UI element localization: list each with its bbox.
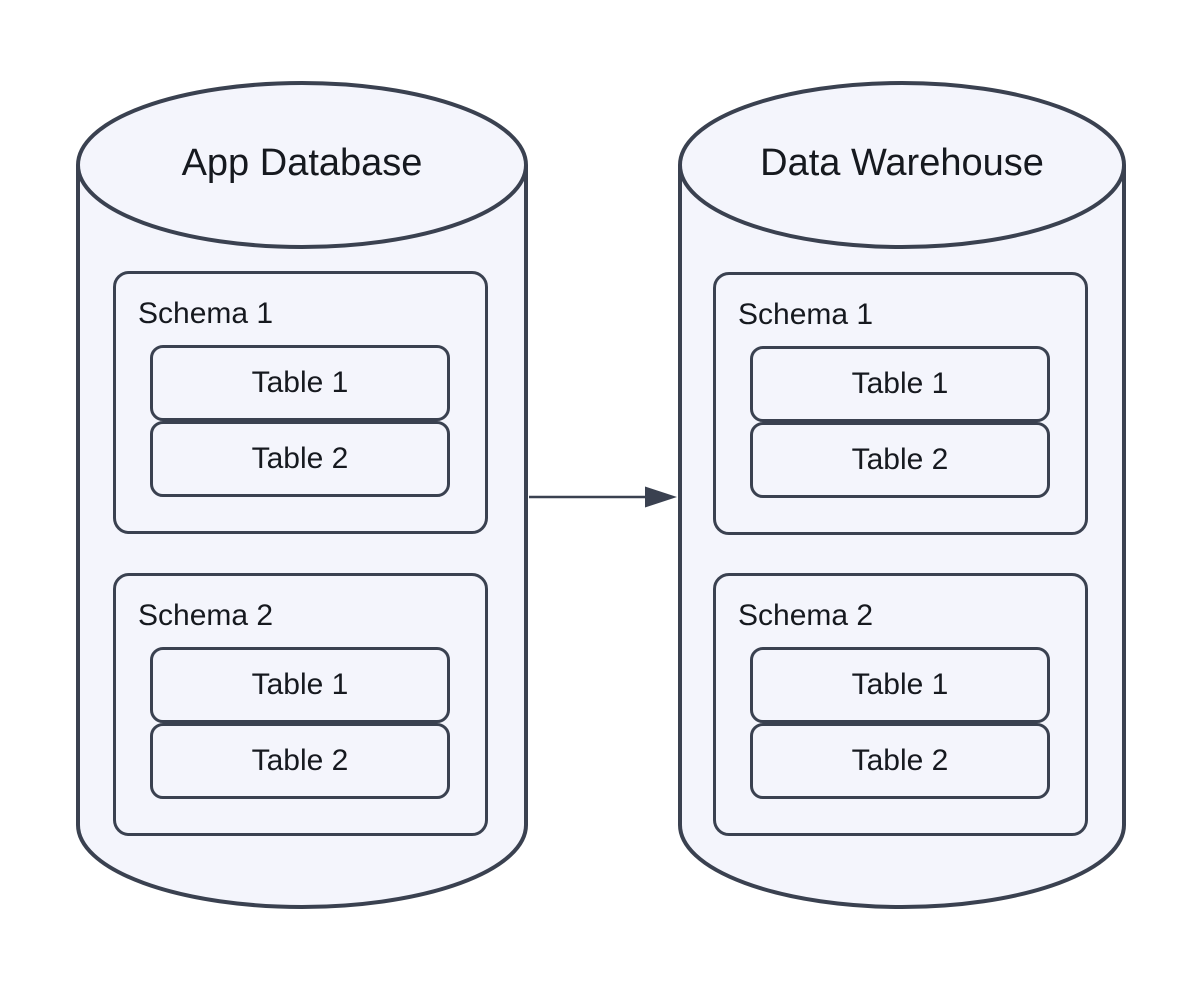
schema-label: Schema 2 [138, 599, 274, 632]
table-label: Table 2 [851, 443, 949, 476]
table-box: Table 2 [750, 723, 1050, 799]
table-box: Table 1 [750, 346, 1050, 422]
data-warehouse-schema-1-box: Schema 1 Table 1 Table 2 [713, 272, 1088, 535]
app-database-cylinder-top [76, 81, 528, 249]
table-box: Table 2 [750, 422, 1050, 498]
schema-label: Schema 1 [138, 297, 274, 330]
app-database-schema-1-box: Schema 1 Table 1 Table 2 [113, 271, 488, 534]
table-label: Table 2 [251, 744, 349, 777]
app-database-title: App Database [181, 142, 423, 184]
data-warehouse-cylinder-top [678, 81, 1126, 249]
table-label: Table 1 [251, 668, 349, 701]
table-box: Table 1 [150, 647, 450, 723]
table-box: Table 2 [150, 723, 450, 799]
table-label: Table 1 [851, 367, 949, 400]
schema-label: Schema 2 [738, 599, 874, 632]
data-warehouse-schema-2-box: Schema 2 Table 1 Table 2 [713, 573, 1088, 836]
table-box: Table 2 [150, 421, 450, 497]
table-label: Table 2 [851, 744, 949, 777]
table-label: Table 1 [851, 668, 949, 701]
schema-label: Schema 1 [738, 298, 874, 331]
table-label: Table 2 [251, 442, 349, 475]
table-box: Table 1 [150, 345, 450, 421]
app-database-schema-2-box: Schema 2 Table 1 Table 2 [113, 573, 488, 836]
table-label: Table 1 [251, 366, 349, 399]
sync-arrow-head [645, 486, 677, 508]
data-warehouse-title: Data Warehouse [760, 142, 1044, 184]
table-box: Table 1 [750, 647, 1050, 723]
